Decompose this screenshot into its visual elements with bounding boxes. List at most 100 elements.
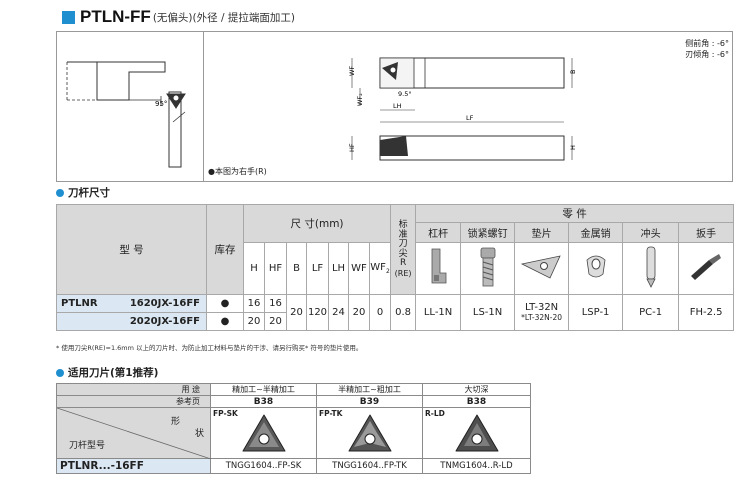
insert-fp-tk: FP-TK bbox=[316, 407, 423, 459]
drawing-note: ●本图为右手(R) bbox=[208, 167, 267, 176]
holder-table: 型 号 库存 尺 寸(mm) 标 准 刀 尖 R (RE) 零 件 杠杆 锁紧螺… bbox=[56, 204, 735, 331]
diag-line bbox=[57, 408, 211, 459]
bullet-icon bbox=[56, 368, 64, 377]
section-inserts-label: 适用刀片(第1推荐) bbox=[68, 367, 159, 379]
holder-model: PTLNR...-16FF bbox=[56, 458, 211, 474]
stock-1620: ● bbox=[206, 294, 244, 313]
radius-header-line: (RE) bbox=[394, 268, 412, 278]
angle-note-1: 侧前角 : -6° bbox=[685, 39, 729, 48]
dim-col-lh: LH bbox=[328, 242, 349, 295]
part-col-wrench: 扳手 bbox=[678, 222, 735, 243]
screw-code: LS-1N bbox=[460, 294, 516, 331]
title-square-icon bbox=[62, 10, 75, 24]
insert-code-1: TNGG1604..FP-SK bbox=[210, 458, 317, 474]
pin-image bbox=[568, 242, 624, 295]
lh-value: 24 bbox=[328, 294, 349, 331]
dim-hf: HF bbox=[348, 143, 356, 152]
parts-header: 零 件 bbox=[415, 204, 735, 223]
insert-fp-sk-icon bbox=[242, 414, 285, 452]
page-1: B38 bbox=[210, 395, 317, 408]
dim-col-wf2: WF2 bbox=[368, 242, 392, 295]
shape-label-1: 形 bbox=[170, 417, 180, 427]
wf-value: 20 bbox=[348, 294, 370, 331]
model-cell-1: PTLNR 1620JX-16FF bbox=[56, 294, 207, 313]
pin-icon bbox=[586, 255, 606, 278]
insert-tag-r-ld: R-LD bbox=[425, 409, 445, 418]
footnote: * 使用刀尖R(RE)=1.6mm 以上的刀片时、为防止加工材料与垫片的干涉、请… bbox=[56, 344, 363, 352]
holder-drawing: WF WF₂ LH LF B 9.5° HF H bbox=[348, 57, 577, 161]
part-col-lever: 杠杆 bbox=[415, 222, 462, 243]
drawing-box bbox=[56, 31, 733, 182]
dim-wf: WF bbox=[348, 66, 356, 76]
purpose-2: 半精加工~粗加工 bbox=[316, 383, 423, 396]
radius-header-line: R bbox=[399, 258, 407, 268]
insert-fp-tk-icon bbox=[348, 414, 391, 452]
stock-header: 库存 bbox=[206, 204, 244, 295]
wf2-value: 0 bbox=[368, 294, 392, 331]
purpose-label: 用 途 bbox=[56, 383, 211, 396]
dim-wf2: WF₂ bbox=[356, 93, 364, 106]
dim-col-hf: HF bbox=[264, 242, 287, 295]
radius-header: 标 准 刀 尖 R (RE) bbox=[390, 204, 417, 295]
part-col-shim: 垫片 bbox=[514, 222, 570, 243]
stock-2020: ● bbox=[206, 312, 244, 331]
wrench-icon bbox=[691, 254, 722, 280]
part-col-punch: 冲头 bbox=[622, 222, 680, 243]
shape-label-2: 状 bbox=[194, 429, 204, 439]
title-main: PTLN-FF bbox=[80, 7, 151, 26]
radius-header-line: 刀 bbox=[398, 239, 408, 249]
shim-code-alt: *LT-32N-20 bbox=[521, 312, 563, 322]
dim-b: B bbox=[569, 70, 577, 74]
radius-header-line: 标 bbox=[398, 220, 408, 230]
radius-header-line: 尖 bbox=[398, 248, 408, 259]
diag-header: 形 状 刀杆型号 bbox=[56, 407, 211, 459]
insert-fp-sk: FP-SK bbox=[210, 407, 317, 459]
insert-r-ld: R-LD bbox=[422, 407, 531, 459]
usage-sketch: 95° bbox=[66, 61, 186, 168]
shim-image bbox=[514, 242, 570, 295]
b-value: 20 bbox=[286, 294, 307, 331]
page-3: B38 bbox=[422, 395, 531, 408]
lf-value: 120 bbox=[306, 294, 329, 331]
dims-header: 尺 寸(mm) bbox=[242, 204, 392, 243]
model-2020: 2020JX-16FF bbox=[56, 312, 207, 331]
screw-icon bbox=[480, 247, 495, 287]
radius-header-line: 准 bbox=[398, 229, 408, 240]
punch-code: PC-1 bbox=[622, 294, 680, 331]
part-col-screw: 锁紧螺钉 bbox=[460, 222, 516, 243]
insert-code-3: TNMG1604..R-LD bbox=[422, 458, 531, 474]
purpose-3: 大切深 bbox=[422, 383, 531, 396]
section-inserts: 适用刀片(第1推荐) bbox=[56, 365, 158, 380]
shim-code: LT-32N *LT-32N-20 bbox=[514, 294, 570, 331]
hf-2020: 20 bbox=[264, 312, 287, 331]
punch-image bbox=[622, 242, 680, 295]
page-title: PTLN-FF (无偏头)(外径 / 提拉端面加工) bbox=[62, 6, 295, 28]
dim-col-b: B bbox=[286, 242, 307, 295]
title-sub: (无偏头)(外径 / 提拉端面加工) bbox=[152, 11, 295, 24]
shim-code-main: LT-32N bbox=[524, 301, 559, 313]
shim-icon bbox=[520, 255, 561, 279]
section-holder-dims-label: 刀杆尺寸 bbox=[68, 187, 110, 199]
lever-code: LL-1N bbox=[415, 294, 462, 331]
lever-icon bbox=[431, 248, 447, 284]
dim-col-lf: LF bbox=[306, 242, 329, 295]
screw-image bbox=[460, 242, 516, 295]
page-label: 参考页 bbox=[56, 395, 211, 408]
wrench-code: FH-2.5 bbox=[678, 294, 735, 331]
insert-code-2: TNGG1604..FP-TK bbox=[316, 458, 423, 474]
model-1620: 1620JX-16FF bbox=[129, 298, 200, 309]
page-2: B39 bbox=[316, 395, 423, 408]
angle-note-2: 刃倾角 : -6° bbox=[685, 50, 729, 59]
re-value: 0.8 bbox=[390, 294, 417, 331]
section-holder-dims: 刀杆尺寸 bbox=[56, 185, 110, 200]
lever-image bbox=[415, 242, 462, 295]
h-2020: 20 bbox=[243, 312, 265, 331]
dim-lf: LF bbox=[466, 114, 474, 122]
insert-table: 用 途 精加工~半精加工 半精加工~粗加工 大切深 参考页 B38 B39 B3… bbox=[56, 383, 531, 474]
part-col-pin: 金属销 bbox=[568, 222, 624, 243]
hf-1620: 16 bbox=[264, 294, 287, 313]
model-header: 型 号 bbox=[56, 204, 207, 295]
wrench-image bbox=[678, 242, 735, 295]
insert-tag-fp-sk: FP-SK bbox=[213, 409, 238, 418]
drawing-divider bbox=[203, 31, 204, 182]
